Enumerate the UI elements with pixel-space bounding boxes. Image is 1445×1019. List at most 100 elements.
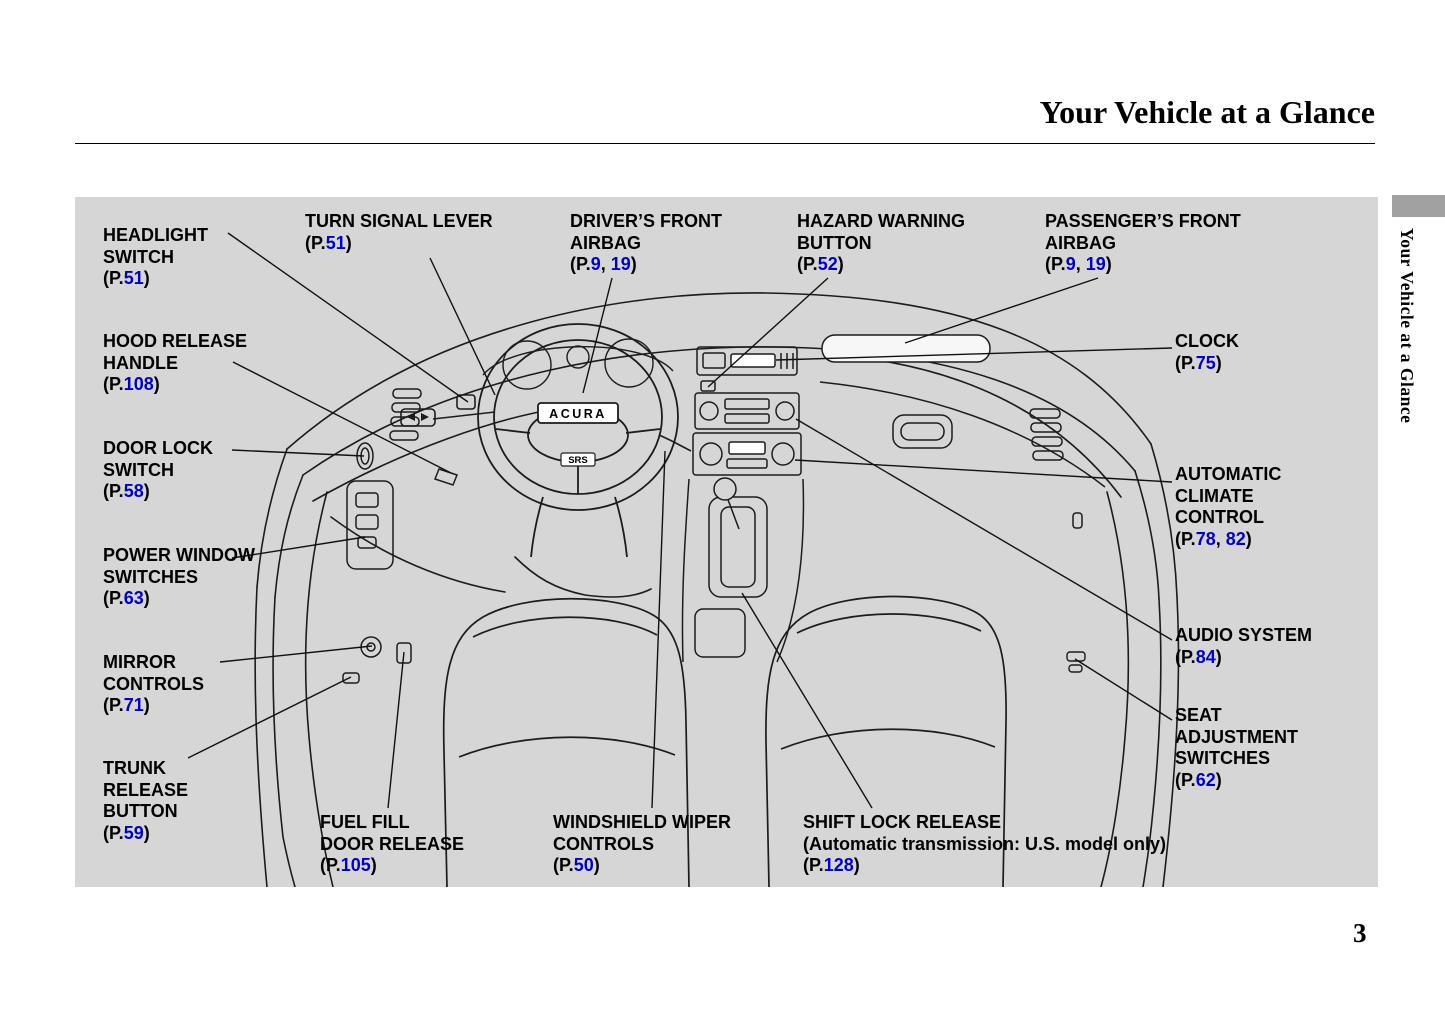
page-reference: (P.52): [797, 254, 844, 274]
page-title: Your Vehicle at a Glance: [1039, 94, 1375, 130]
callout-hood-release-handle: HOOD RELEASE HANDLE (P.108): [103, 331, 247, 396]
page-link[interactable]: 78: [1195, 528, 1216, 549]
callout-windshield-wiper-controls: WINDSHIELD WIPER CONTROLS (P.50): [553, 812, 731, 877]
leader-lines: [187, 232, 1173, 809]
callout-text: CONTROLS: [103, 673, 204, 694]
callout-trunk-release-button: TRUNK RELEASE BUTTON (P.59): [103, 758, 188, 844]
page-link[interactable]: 108: [123, 374, 154, 394]
page-reference: (P.84): [1175, 646, 1222, 667]
steering-wheel: [477, 323, 679, 558]
page-reference: (P.105): [320, 855, 377, 875]
callout-headlight-switch: HEADLIGHT SWITCH (P.51): [103, 225, 208, 290]
page-reference: (P.62): [1175, 769, 1222, 790]
page-link[interactable]: 62: [1195, 769, 1216, 790]
callout-turn-signal-lever: TURN SIGNAL LEVER (P.51): [305, 211, 493, 254]
callout-text: FUEL FILL: [320, 812, 410, 832]
callout-text: HOOD RELEASE: [103, 331, 248, 351]
callout-text: MIRROR: [103, 652, 176, 672]
callout-automatic-climate-control: AUTOMATIC CLIMATE CONTROL (P.78, 82): [1175, 464, 1281, 550]
vehicle-diagram-panel: ACURA SRS: [75, 197, 1378, 887]
page-reference: (P.51): [103, 268, 150, 288]
callout-text: HEADLIGHT: [103, 225, 208, 245]
page-number: 3: [1353, 918, 1367, 948]
callout-seat-adjustment-switches: SEAT ADJUSTMENT SWITCHES (P.62): [1175, 705, 1298, 791]
callout-audio-system: AUDIO SYSTEM (P.84): [1175, 625, 1312, 668]
page-link[interactable]: 51: [123, 268, 144, 288]
callout-text: AIRBAG: [570, 232, 641, 253]
callout-text: SWITCH: [103, 459, 174, 480]
callout-text: POWER WINDOW: [103, 545, 255, 565]
page-reference: (P.9, 19): [570, 254, 637, 274]
callout-text: SHIFT LOCK RELEASE: [803, 812, 1002, 832]
page-reference: (P.9, 19): [1045, 254, 1112, 274]
callout-text: SWITCHES: [103, 566, 199, 587]
page-reference: (P.71): [103, 695, 150, 715]
passenger-dash: [819, 334, 1106, 529]
callout-text: SWITCHES: [1175, 748, 1271, 768]
callout-text: PASSENGER’S FRONT: [1045, 211, 1241, 231]
vehicle-interior-illustration: ACURA SRS: [187, 232, 1180, 887]
srs-label-text: SRS: [568, 455, 588, 466]
page-link[interactable]: 63: [123, 588, 144, 608]
callout-text: DOOR LOCK: [103, 438, 213, 458]
page-reference: (P.51): [305, 232, 352, 253]
page-link[interactable]: 105: [340, 855, 371, 875]
callout-text: SWITCH: [103, 246, 174, 267]
callout-text: CONTROL: [1175, 507, 1264, 527]
section-tab-marker: [1392, 195, 1445, 217]
callout-drivers-front-airbag: DRIVER’S FRONT AIRBAG (P.9, 19): [570, 211, 722, 276]
page-link[interactable]: 51: [325, 232, 346, 253]
page-reference: (P.75): [1175, 352, 1222, 373]
page-link[interactable]: 75: [1195, 352, 1216, 373]
page-link[interactable]: 84: [1195, 646, 1216, 667]
page-link[interactable]: 59: [123, 822, 144, 843]
center-stack: [692, 346, 802, 476]
callout-text: TURN SIGNAL LEVER: [305, 211, 493, 231]
callout-text: CLOCK: [1175, 331, 1239, 351]
page-link[interactable]: 19: [610, 254, 631, 274]
front-seats: [442, 595, 1086, 887]
callout-text: CLIMATE: [1175, 485, 1254, 506]
page-link[interactable]: 52: [817, 254, 838, 274]
page-link[interactable]: 9: [1065, 254, 1076, 274]
callout-passengers-front-airbag: PASSENGER’S FRONT AIRBAG (P.9, 19): [1045, 211, 1241, 276]
callout-mirror-controls: MIRROR CONTROLS (P.71): [103, 652, 204, 717]
page-reference: (P.78, 82): [1175, 528, 1252, 549]
callout-text: AUDIO SYSTEM: [1175, 625, 1313, 645]
page-reference: (P.63): [103, 588, 150, 608]
steering-wheel-brand-text: ACURA: [549, 407, 607, 421]
page-link[interactable]: 9: [590, 254, 601, 274]
callout-clock: CLOCK (P.75): [1175, 331, 1239, 374]
callout-hazard-warning-button: HAZARD WARNING BUTTON (P.52): [797, 211, 965, 276]
page-reference: (P.59): [103, 822, 150, 843]
callout-text: TRUNK: [103, 758, 166, 778]
callout-text: DRIVER’S FRONT: [570, 211, 723, 231]
callout-text: SEAT: [1175, 705, 1222, 725]
callout-note: (Automatic transmission: U.S. model only…: [803, 833, 1167, 854]
page-link[interactable]: 128: [823, 855, 854, 875]
callout-power-window-switches: POWER WINDOW SWITCHES (P.63): [103, 545, 255, 610]
page-reference: (P.128): [803, 855, 860, 875]
callout-text: RELEASE: [103, 779, 189, 800]
callout-text: BUTTON: [103, 801, 178, 821]
callout-text: ADJUSTMENT: [1175, 726, 1299, 747]
page-link[interactable]: 19: [1085, 254, 1106, 274]
callout-fuel-fill-door-release: FUEL FILL DOOR RELEASE (P.105): [320, 812, 464, 877]
page-link[interactable]: 58: [123, 481, 144, 501]
section-sidebar-label: Your Vehicle at a Glance: [1397, 228, 1417, 424]
callout-text: DOOR RELEASE: [320, 833, 465, 854]
page-reference: (P.108): [103, 374, 160, 394]
page-link[interactable]: 50: [573, 855, 594, 875]
callout-door-lock-switch: DOOR LOCK SWITCH (P.58): [103, 438, 213, 503]
callout-text: CONTROLS: [553, 833, 654, 854]
callout-text: HAZARD WARNING: [797, 211, 965, 231]
callout-text: BUTTON: [797, 232, 872, 253]
callout-text: HANDLE: [103, 352, 178, 373]
page-link[interactable]: 71: [123, 695, 144, 715]
callout-text: AUTOMATIC: [1175, 464, 1282, 484]
dashboard-art: [254, 292, 1180, 887]
callout-text: AIRBAG: [1045, 232, 1116, 253]
page-reference: (P.58): [103, 481, 150, 501]
page-link[interactable]: 82: [1225, 528, 1246, 549]
